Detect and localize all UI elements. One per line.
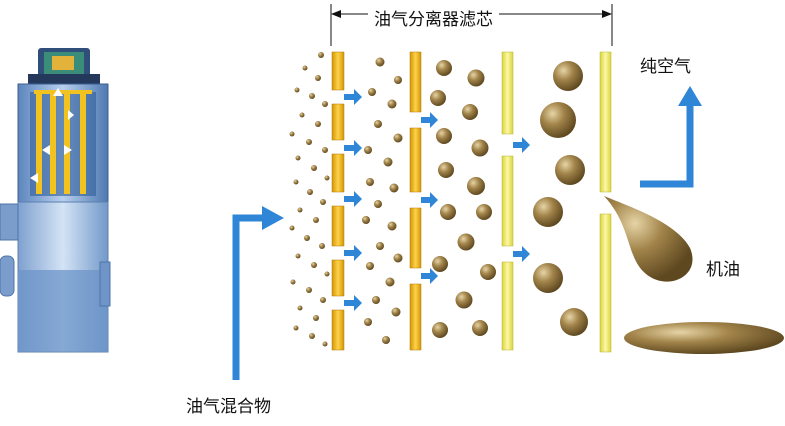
- outlet-flow-arrow-icon: [640, 86, 702, 188]
- filter-layer-4: [599, 51, 612, 353]
- oil-droplet-icon: [604, 196, 784, 354]
- filter-layer-3: [501, 51, 514, 351]
- diagram-title: 油气分离器滤芯: [368, 5, 499, 30]
- clean-air-label: 纯空气: [640, 57, 691, 77]
- oil-label: 机油: [706, 260, 740, 280]
- gap-flow-arrows: [344, 89, 530, 311]
- filter-layer-1: [331, 51, 345, 351]
- filter-layer-2: [409, 51, 422, 351]
- tank-illustration-icon: [0, 48, 111, 353]
- oil-droplets: [289, 52, 588, 347]
- inlet-flow-arrow-icon: [232, 206, 284, 380]
- mixture-label: 油气混合物: [186, 397, 271, 417]
